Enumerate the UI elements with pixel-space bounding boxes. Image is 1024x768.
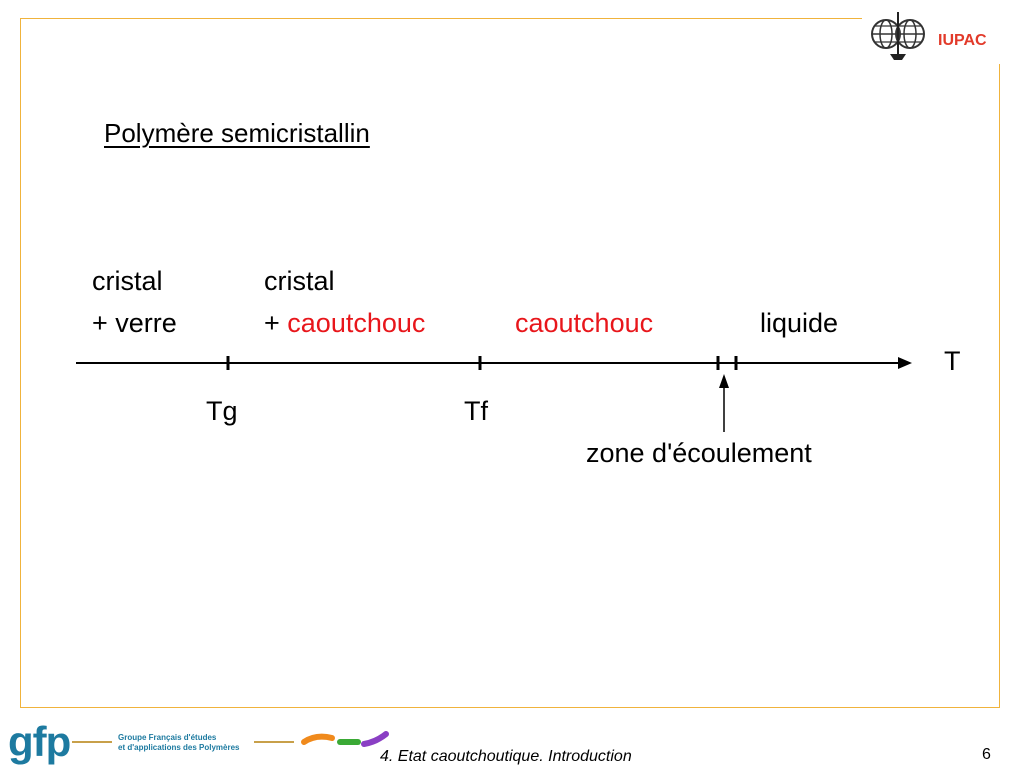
footer-title: 4. Etat caoutchoutique. Introduction xyxy=(380,748,632,765)
axis-arrowhead xyxy=(898,357,912,369)
region-liquid: liquide xyxy=(760,308,839,338)
footer xyxy=(0,710,1024,768)
axis-label-t: T xyxy=(944,346,961,376)
region-rubber: caoutchouc xyxy=(515,308,654,338)
iupac-label: IUPAC xyxy=(938,32,987,49)
region-rubber-crystal-line2: + caoutchouc xyxy=(264,308,425,339)
iupac-logo: IUPAC xyxy=(862,4,1012,64)
slide-frame xyxy=(20,18,1000,708)
gfp-org-line1: Groupe Français d'études xyxy=(118,733,217,742)
tick-label-tf: Tf xyxy=(464,396,488,426)
region-rubber-crystal-line1: cristal xyxy=(264,266,335,296)
tick-label-tg: Tg xyxy=(206,396,238,426)
plus-sign: + xyxy=(264,308,288,338)
region-glass-line2: + verre xyxy=(92,308,177,338)
page-number: 6 xyxy=(982,746,991,763)
footer-squiggle-decoration xyxy=(254,731,389,747)
rubber-red-label: caoutchouc xyxy=(287,308,426,338)
gfp-logo: gfp xyxy=(8,718,71,765)
gfp-org-line2: et d'applications des Polymères xyxy=(118,743,240,752)
gfp-org-name: Groupe Français d'études et d'applicatio… xyxy=(118,733,240,753)
flow-zone-label: zone d'écoulement xyxy=(586,438,812,468)
gfp-rule-left xyxy=(72,741,112,743)
globe-icon xyxy=(871,12,925,60)
region-glass-line1: cristal xyxy=(92,266,163,296)
flow-zone-pointer-head xyxy=(719,374,729,388)
slide-title: Polymère semicristallin xyxy=(104,118,370,148)
